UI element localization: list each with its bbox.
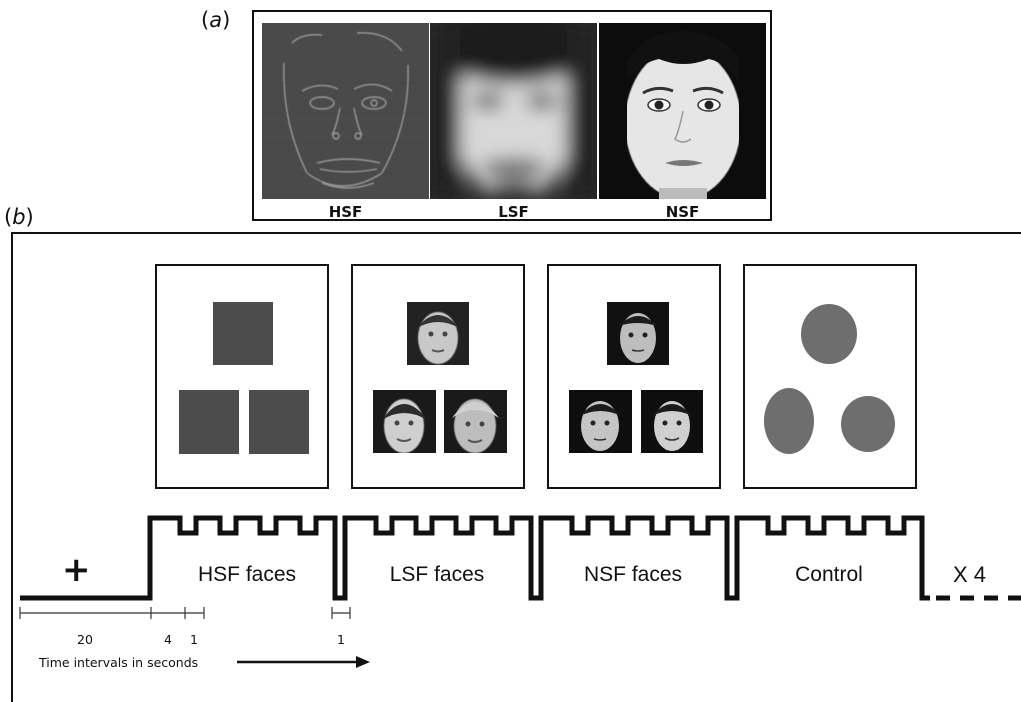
- block-label-control: Control: [795, 563, 863, 586]
- interval-1b: 1: [337, 632, 345, 647]
- panel-b-label: (b): [4, 205, 34, 229]
- interval-1a: 1: [190, 632, 198, 647]
- control-oval-left: [764, 388, 814, 454]
- lsf-face-left: [373, 390, 436, 453]
- block-label-nsf: NSF faces: [583, 563, 683, 586]
- stimulus-box-control: [743, 264, 917, 489]
- lsf-face-top: [407, 302, 469, 365]
- stimulus-box-nsf: [547, 264, 721, 489]
- timeline-caption: Time intervals in seconds: [39, 655, 199, 670]
- caption-hsf: HSF: [328, 203, 363, 221]
- control-oval-top: [801, 304, 857, 364]
- hsf-stimulus-right: [249, 390, 309, 454]
- control-oval-right: [841, 396, 895, 452]
- hsf-stimulus-top: [213, 302, 273, 365]
- lsf-face-image: [430, 23, 597, 199]
- lsf-face-right: [444, 390, 507, 453]
- hsf-stimulus-left: [179, 390, 239, 454]
- stimulus-box-hsf: [155, 264, 329, 489]
- caption-lsf: LSF: [498, 203, 529, 221]
- repeat-label: X 4: [953, 562, 987, 587]
- panel-a-label: (a): [201, 8, 231, 32]
- panel-b-frame: [11, 232, 1021, 702]
- panel-a-frame: HSF LSF NSF: [252, 10, 772, 221]
- interval-4: 4: [164, 632, 172, 647]
- nsf-face-right: [641, 390, 703, 453]
- nsf-face-image: [599, 23, 766, 199]
- block-label-lsf: LSF faces: [389, 563, 485, 586]
- interval-20: 20: [77, 632, 93, 647]
- stimulus-box-lsf: [351, 264, 525, 489]
- nsf-face-top: [607, 302, 669, 365]
- nsf-face-left: [569, 390, 632, 453]
- fixation-cross: +: [62, 550, 91, 590]
- block-label-hsf: HSF faces: [197, 563, 297, 586]
- hsf-face-image: [262, 23, 429, 199]
- caption-nsf: NSF: [665, 203, 700, 221]
